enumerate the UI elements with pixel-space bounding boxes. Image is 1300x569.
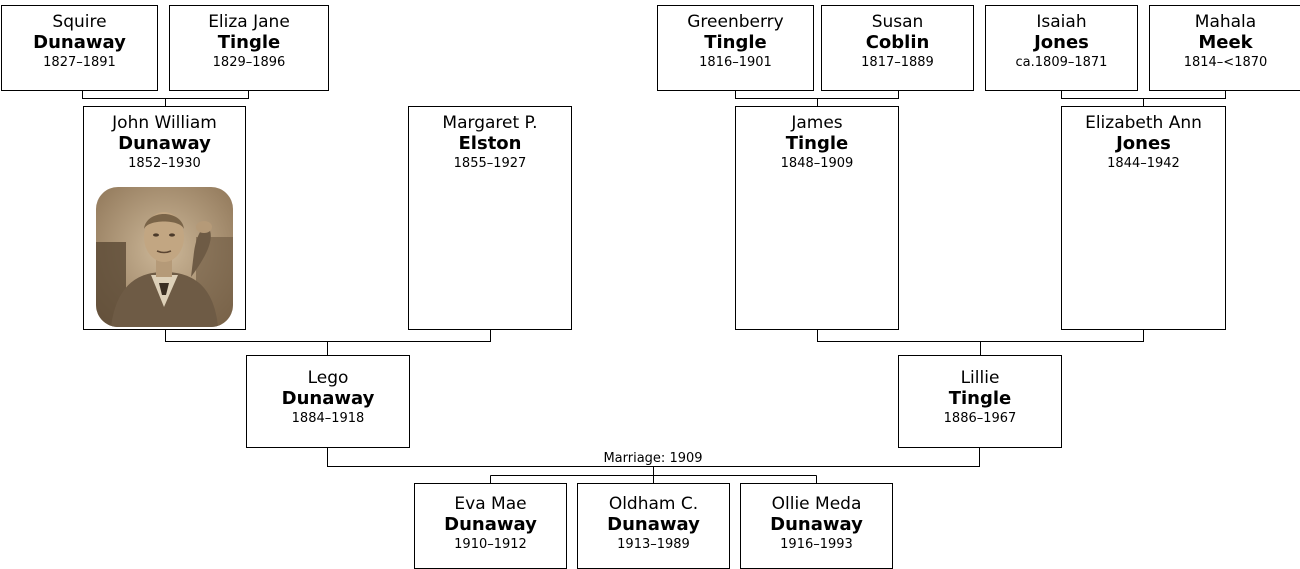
marriage-label: Marriage: 1909: [603, 451, 703, 466]
surname: Dunaway: [118, 133, 211, 154]
given-name: John William: [112, 113, 217, 133]
given-name: Greenberry: [687, 12, 784, 32]
surname: Dunaway: [444, 514, 537, 535]
surname: Dunaway: [607, 514, 700, 535]
person-card-isaiah-jones[interactable]: Isaiah Jones ca.1809–1871: [985, 5, 1138, 91]
surname: Tingle: [785, 133, 849, 154]
person-card-eliza-jane-tingle[interactable]: Eliza Jane Tingle 1829–1896: [169, 5, 329, 91]
given-name: Squire: [52, 12, 107, 32]
person-card-lego-dunaway[interactable]: Lego Dunaway 1884–1918: [246, 355, 410, 448]
person-card-margaret-elston[interactable]: Margaret P. Elston 1855–1927: [408, 106, 572, 330]
person-card-lillie-tingle[interactable]: Lillie Tingle 1886–1967: [898, 355, 1062, 448]
given-name: Lillie: [960, 368, 1000, 388]
connector-james-elizabeth: [817, 329, 1144, 355]
life-dates: 1817–1889: [861, 55, 934, 70]
given-name: Susan: [871, 12, 924, 32]
person-card-john-william-dunaway[interactable]: John William Dunaway 1852–1930: [83, 106, 246, 330]
connector-greenberry-susan: [735, 90, 899, 106]
surname: Tingle: [217, 32, 281, 53]
life-dates: 1916–1993: [780, 537, 853, 552]
life-dates: ca.1809–1871: [1015, 55, 1108, 70]
person-card-mahala-meek[interactable]: Mahala Meek 1814–<1870: [1149, 5, 1300, 91]
life-dates: 1913–1989: [617, 537, 690, 552]
given-name: Ollie Meda: [771, 494, 862, 514]
given-name: James: [791, 113, 843, 133]
surname: Meek: [1198, 32, 1253, 53]
person-card-eva-mae-dunaway[interactable]: Eva Mae Dunaway 1910–1912: [414, 483, 567, 569]
connector-isaiah-mahala: [1061, 90, 1226, 106]
given-name: Eliza Jane: [208, 12, 290, 32]
person-card-greenberry-tingle[interactable]: Greenberry Tingle 1816–1901: [657, 5, 814, 91]
surname: Jones: [1116, 133, 1171, 154]
connector-john-margaret: [165, 329, 491, 355]
given-name: Eva Mae: [454, 494, 527, 514]
given-name: Isaiah: [1036, 12, 1087, 32]
life-dates: 1855–1927: [453, 156, 527, 171]
life-dates: 1829–1896: [212, 55, 286, 70]
portrait-photo: [96, 187, 233, 327]
surname: Jones: [1034, 32, 1089, 53]
person-card-elizabeth-ann-jones[interactable]: Elizabeth Ann Jones 1844–1942: [1061, 106, 1226, 330]
person-card-oldham-dunaway[interactable]: Oldham C. Dunaway 1913–1989: [577, 483, 730, 569]
life-dates: 1852–1930: [128, 156, 201, 171]
given-name: Elizabeth Ann: [1085, 113, 1202, 133]
life-dates: 1816–1901: [699, 55, 772, 70]
life-dates: 1814–<1870: [1183, 55, 1268, 70]
given-name: Mahala: [1194, 12, 1257, 32]
surname: Tingle: [948, 388, 1012, 409]
person-card-susan-coblin[interactable]: Susan Coblin 1817–1889: [821, 5, 974, 91]
person-card-ollie-meda-dunaway[interactable]: Ollie Meda Dunaway 1916–1993: [740, 483, 893, 569]
person-card-squire-dunaway[interactable]: Squire Dunaway 1827–1891: [1, 5, 158, 91]
surname: Dunaway: [33, 32, 126, 53]
surname: Elston: [458, 133, 522, 154]
life-dates: 1827–1891: [43, 55, 116, 70]
life-dates: 1884–1918: [291, 411, 365, 426]
surname: Tingle: [704, 32, 767, 53]
life-dates: 1844–1942: [1107, 156, 1180, 171]
surname: Dunaway: [281, 388, 375, 409]
surname: Coblin: [865, 32, 930, 53]
person-card-james-tingle[interactable]: James Tingle 1848–1909: [735, 106, 899, 330]
given-name: Oldham C.: [608, 494, 699, 514]
connector-children: [490, 466, 817, 483]
life-dates: 1886–1967: [943, 411, 1017, 426]
life-dates: 1910–1912: [454, 537, 527, 552]
given-name: Margaret P.: [442, 113, 538, 133]
given-name: Lego: [307, 368, 349, 388]
life-dates: 1848–1909: [780, 156, 854, 171]
connector-squire-eliza: [82, 90, 249, 106]
surname: Dunaway: [770, 514, 863, 535]
